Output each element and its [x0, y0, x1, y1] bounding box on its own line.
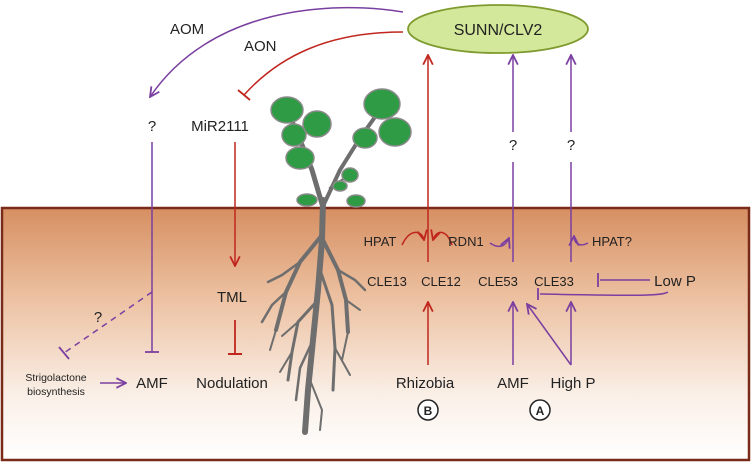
rdn1-to-cle12-arrow: [433, 232, 453, 246]
question-mid-label: ?: [509, 137, 517, 154]
question-right-label: ?: [567, 137, 575, 154]
badge-a-label: A: [536, 404, 545, 418]
sunn-clv2-label: SUNN/CLV2: [454, 22, 543, 39]
badge-a-circle: [529, 399, 551, 421]
hpat-to-cle13-arrow: [401, 232, 424, 246]
soil-region: [0, 206, 751, 462]
aon-arrow: [243, 31, 404, 96]
cle12-label: CLE12: [421, 274, 461, 289]
rhizobia-label: Rhizobia: [396, 375, 455, 392]
nodulation-label: Nodulation: [196, 375, 268, 392]
hpat-label: HPAT: [364, 234, 397, 249]
aon-inhibit-bar: [237, 89, 251, 101]
plant-leaves: [270, 88, 412, 208]
amf-right-label: AMF: [497, 375, 529, 392]
strigolactone-label-line1: Strigolactone: [25, 372, 86, 384]
hpat-q-label: HPAT?: [592, 234, 632, 249]
cle13-label: CLE13: [367, 274, 407, 289]
high-p-label: High P: [550, 375, 595, 392]
highp-to-cle53-arrow: [527, 304, 572, 366]
hpat-q-to-cle33-arrow: [574, 236, 589, 245]
amf-left-label: AMF: [136, 375, 168, 392]
mir2111-label: MiR2111: [191, 118, 249, 135]
strigolactone-label-line2: biosynthesis: [27, 386, 85, 398]
cle33-label: CLE33: [534, 274, 574, 289]
aom-label: AOM: [170, 21, 204, 38]
rdn1-to-cle53-arrow: [489, 238, 509, 246]
strigolactone-dashed-line: [63, 291, 153, 354]
tml-label: TML: [217, 289, 247, 306]
rdn1-label: RDN1: [448, 234, 483, 249]
plant-root-system: [260, 197, 367, 435]
strigolactone-inhibit-bar: [58, 346, 70, 360]
aom-arrow: [150, 6, 404, 97]
low-p-label: Low P: [654, 273, 696, 290]
cle53-label: CLE53: [478, 274, 518, 289]
question-left-label: ?: [148, 118, 156, 135]
badge-b-circle: [417, 399, 439, 421]
low-p-inhibit-cle53-line: [539, 291, 669, 297]
sunn-clv2-node: [407, 4, 589, 54]
question-dashed-label: ?: [94, 309, 102, 326]
aon-label: AON: [244, 38, 277, 55]
badge-b-label: B: [424, 404, 433, 418]
